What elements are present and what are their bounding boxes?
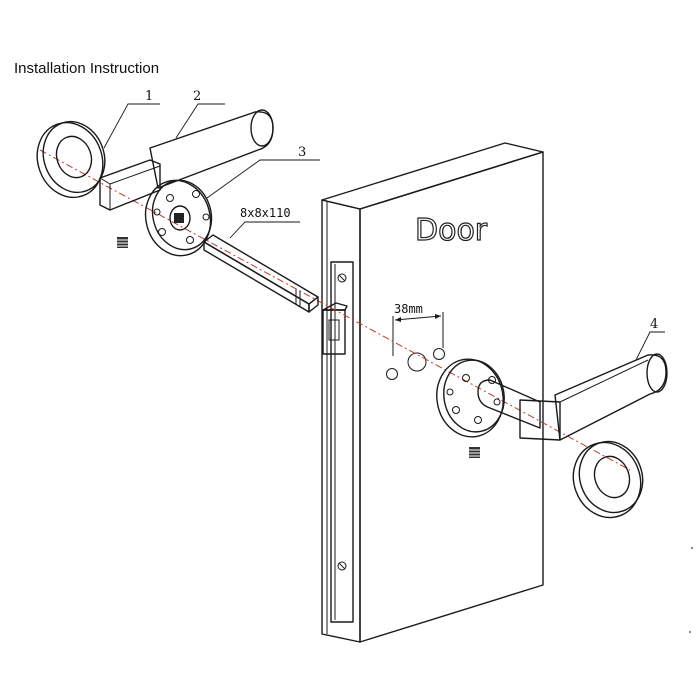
hole-spacing-label: 38mm [394, 302, 423, 316]
lever-handle-right [477, 353, 668, 441]
rose-cover-left [36, 120, 106, 199]
door-holes [386, 348, 445, 380]
hole-spacing-dimension [392, 312, 444, 356]
set-screw-right [469, 447, 480, 458]
spindle-size-label: 8x8x110 [240, 206, 291, 220]
door-label: Door [415, 213, 488, 248]
callout-1: 1 [145, 89, 153, 104]
rose-cover-right [572, 440, 644, 519]
diagram-title: Installation Instruction [14, 60, 160, 77]
spindle [203, 234, 319, 313]
lever-handle-left [99, 109, 274, 211]
set-screw-left [117, 237, 128, 248]
door-slab [321, 142, 544, 643]
center-axis [39, 149, 631, 471]
callout-2: 2 [193, 89, 201, 104]
dot-mark [691, 547, 693, 549]
callout-3: 3 [298, 145, 306, 160]
callout-4: 4 [650, 317, 658, 332]
callout-leaders [103, 103, 665, 361]
rosette-base-right [436, 358, 505, 438]
dot-mark [689, 631, 691, 633]
rosette-base-left [144, 179, 213, 257]
